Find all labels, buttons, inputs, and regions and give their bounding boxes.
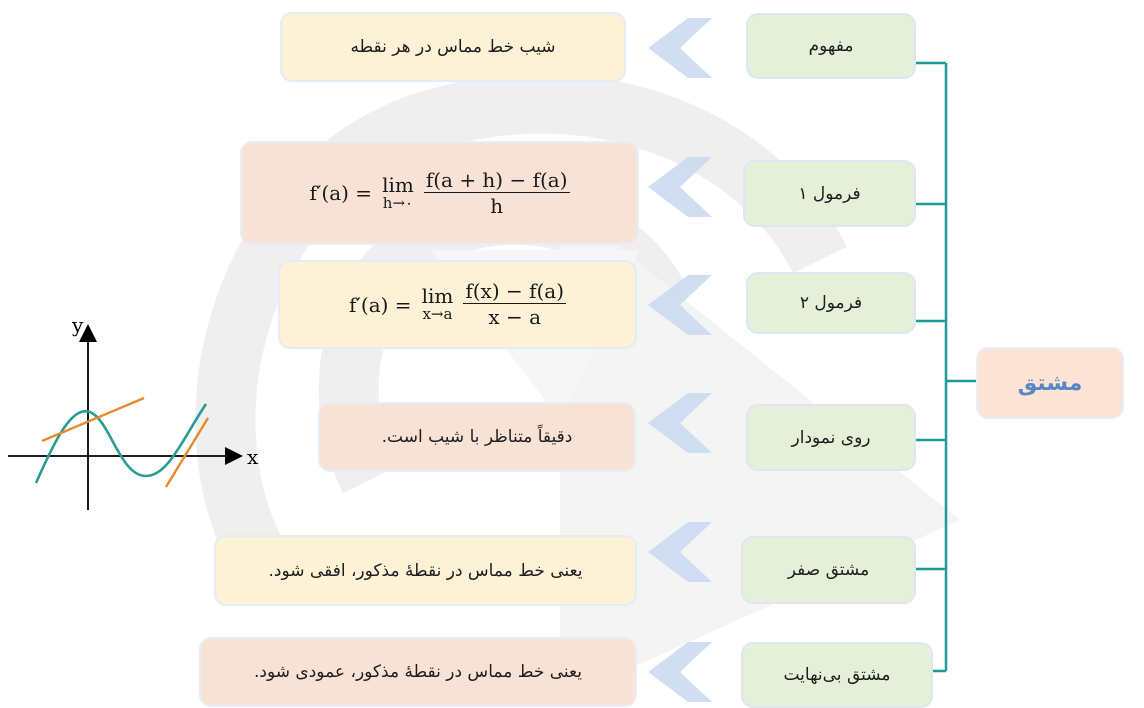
formula1-lim-sub: h→۰ (382, 193, 414, 212)
formula2-lhs: f′(a) = (348, 292, 412, 317)
y-axis-label: y (71, 313, 84, 337)
formula1-denominator: h (490, 193, 504, 218)
formula1-label-box: فرمول ۱ (743, 160, 916, 227)
formula1-lhs: f′(a) = (309, 181, 373, 205)
graph-label: روی نمودار (791, 427, 871, 448)
formula1-lim: lim (382, 172, 414, 197)
graph-description: دقیقاً متناظر با شیب است. (381, 427, 573, 447)
formula2-box: f′(a) = lim x→a f(x) − f(a) x − a (278, 260, 637, 349)
formula1: f′(a) = lim h→۰ f(a + h) − f(a) h (309, 167, 570, 219)
formula1-numerator: f(a + h) − f(a) (423, 167, 570, 193)
concept-description-box: شیب خط مماس در هر نقطه (280, 12, 626, 82)
arrow-left-icon (648, 642, 712, 702)
concept-description: شیب خط مماس در هر نقطه (350, 37, 556, 57)
formula2: f′(a) = lim x→a f(x) − f(a) x − a (348, 279, 567, 330)
formula2-lim: lim (421, 284, 454, 309)
formula2-label: فرمول ۲ (799, 293, 863, 313)
main-topic-box: مشتق (976, 347, 1124, 419)
zero-derivative-label-box: مشتق صفر (741, 536, 916, 604)
arrow-left-icon (648, 157, 712, 217)
formula1-box: f′(a) = lim h→۰ f(a + h) − f(a) h (240, 141, 639, 245)
y-axis-arrow-icon (79, 324, 97, 342)
formula2-label-box: فرمول ۲ (746, 272, 916, 334)
infinite-derivative-description-box: یعنی خط مماس در نقطهٔ مذکور، عمودی شود. (199, 637, 637, 707)
formula2-numerator: f(x) − f(a) (463, 279, 567, 304)
main-topic-label: مشتق (1017, 370, 1083, 396)
arrow-left-icon (648, 18, 712, 78)
function-curve (34, 403, 208, 484)
tangent-line (164, 417, 210, 488)
x-axis-label: x (247, 445, 259, 469)
formula1-label: فرمول ۱ (798, 183, 861, 204)
formula2-denominator: x − a (488, 305, 542, 329)
infinite-derivative-label-box: مشتق بی‌نهایت (741, 642, 933, 708)
tangent-line (41, 396, 145, 443)
infinite-derivative-description: یعنی خط مماس در نقطهٔ مذکور، عمودی شود. (254, 662, 582, 682)
graph-label-box: روی نمودار (746, 404, 916, 471)
concept-label-box: مفهوم (746, 13, 916, 79)
arrow-left-icon (648, 275, 712, 335)
arrow-left-icon (648, 393, 712, 453)
zero-derivative-description: یعنی خط مماس در نقطهٔ مذکور، افقی شود. (268, 560, 583, 581)
graph-description-box: دقیقاً متناظر با شیب است. (318, 402, 636, 472)
zero-derivative-description-box: یعنی خط مماس در نقطهٔ مذکور، افقی شود. (214, 535, 637, 606)
formula2-lim-sub: x→a (422, 305, 453, 324)
zero-derivative-label: مشتق صفر (787, 560, 870, 580)
x-axis-arrow-icon (225, 447, 243, 465)
arrow-left-icon (648, 522, 712, 582)
concept-label: مفهوم (808, 36, 854, 56)
infinite-derivative-label: مشتق بی‌نهایت (783, 665, 891, 685)
